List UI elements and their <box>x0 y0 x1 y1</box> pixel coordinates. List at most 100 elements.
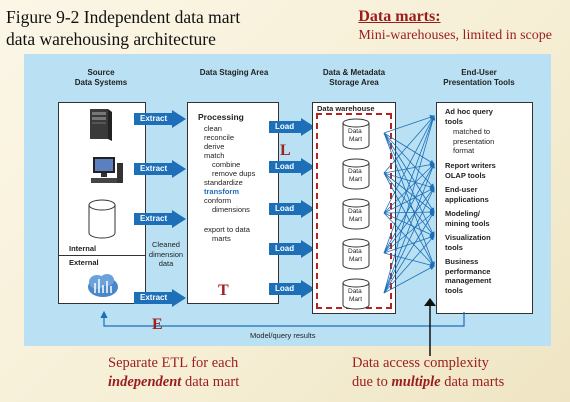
proc-remove-dups: remove dups <box>212 169 256 178</box>
connector-line <box>383 115 435 134</box>
connector-line <box>383 211 435 294</box>
cleaned-line-3: data <box>158 259 174 268</box>
proc-dimensions: dimensions <box>212 205 250 214</box>
extract-label-3: Extract <box>140 214 168 223</box>
feedback-line <box>100 310 465 327</box>
source-systems-box: Internal External <box>58 102 146 304</box>
load-label-5: Load <box>275 284 295 293</box>
connector-line <box>383 265 435 294</box>
bottom-pointer-arrow <box>424 298 436 356</box>
connector-line <box>383 115 435 174</box>
processing-title: Processing <box>198 112 244 122</box>
enduser-tools-box: Ad hoc query tools matched to presentati… <box>436 102 533 314</box>
callout-subtitle: Mini-warehouses, limited in scope <box>358 28 552 43</box>
tool-reports-line-2: OLAP tools <box>445 170 486 180</box>
data-mart-cylinder-icon <box>342 198 370 230</box>
connector-line <box>383 211 435 254</box>
data-mart-label-2: Mart <box>349 176 362 183</box>
connector-line <box>383 235 435 254</box>
load-label-3: Load <box>275 204 295 213</box>
connector-line <box>383 132 435 267</box>
tool-adhoc-sub-3: format <box>453 146 475 155</box>
tool-bpm-line-1: Business <box>445 257 479 266</box>
connector-line <box>383 252 435 268</box>
diagram-panel: Source Data Systems Data Staging Area Da… <box>24 54 551 346</box>
connector-line <box>383 172 435 267</box>
tool-reports: Report writers OLAP tools <box>445 161 496 180</box>
tool-bpm-line-3: management <box>445 276 492 285</box>
proc-derive: derive <box>204 142 225 151</box>
tool-visual-line-2: tools <box>445 242 463 252</box>
slide-title: Figure 9-2 Independent data mart data wa… <box>6 6 240 50</box>
computer-icon <box>91 157 123 183</box>
connector-line <box>383 212 435 267</box>
load-label-2: Load <box>275 162 295 171</box>
bottom-left-line-1: Separate ETL for each <box>108 355 239 371</box>
letter-t: T <box>218 282 229 299</box>
internal-label: Internal <box>69 244 97 253</box>
connector-line <box>383 187 435 214</box>
proc-transform: transform <box>204 187 240 196</box>
proc-reconcile: reconcile <box>204 133 235 142</box>
staging-box: Processing clean reconcile derive match … <box>187 102 279 304</box>
tool-adhoc-sub-1: matched to <box>453 127 491 136</box>
data-mart-label-2: Mart <box>349 136 362 143</box>
tool-modeling: Modeling/ mining tools <box>445 209 490 228</box>
connector-line <box>383 115 435 254</box>
data-mart-cylinder-icon <box>342 278 370 310</box>
tool-modeling-line-2: mining tools <box>445 218 490 228</box>
data-mart-label: Data <box>348 208 362 215</box>
data-mart-label: Data <box>348 168 362 175</box>
server-icon <box>90 109 112 141</box>
external-source-icon <box>88 274 118 297</box>
connector-line <box>383 212 435 237</box>
extract-arrow-3: Extract <box>134 210 186 228</box>
proc-standardize: standardize <box>204 178 243 187</box>
cleaned-line-2: dimension <box>148 249 184 259</box>
export-line-1: export to data <box>204 225 250 234</box>
extract-arrow-2: Extract <box>134 160 186 178</box>
data-mart-label: Data <box>348 288 362 295</box>
connector-line <box>383 187 435 294</box>
connector-line <box>383 187 435 254</box>
data-mart-label-2: Mart <box>349 256 362 263</box>
connector-line <box>383 172 435 190</box>
tool-reports-line-1: Report writers <box>445 161 496 170</box>
connector-line <box>383 162 435 174</box>
col-storage-header: Data & Metadata Storage Area <box>304 68 404 88</box>
proc-match: match <box>204 151 225 160</box>
proc-clean: clean <box>204 124 222 133</box>
tool-modeling-line-1: Modeling/ <box>445 209 480 218</box>
data-mart-cylinder-icon <box>342 118 370 150</box>
title-line-1: Figure 9-2 Independent data mart <box>6 7 241 27</box>
load-arrow-1: Load <box>269 118 319 136</box>
internal-external-divider <box>59 255 145 256</box>
col-enduser-line-2: Presentation Tools <box>443 78 515 87</box>
extract-label-4: Extract <box>140 293 168 302</box>
bottom-left-em: independent <box>108 374 182 390</box>
bottom-right-em: multiple <box>391 374 441 390</box>
external-label: External <box>69 258 99 267</box>
tool-bpm-line-4: tools <box>445 285 463 295</box>
connector-line <box>383 115 435 214</box>
proc-conform: conform <box>204 196 232 205</box>
bottom-right-note: Data access complexity due to multiple d… <box>352 354 504 392</box>
export-line-2: marts <box>212 234 231 243</box>
col-staging-header: Data Staging Area <box>199 68 269 77</box>
bottom-left-note: Separate ETL for each independent data m… <box>108 354 239 392</box>
connector-line <box>383 209 435 215</box>
callout: Data marts: Mini-warehouses, limited in … <box>358 8 552 44</box>
col-source-header: Source Data Systems <box>66 68 136 88</box>
col-source-line-1: Source <box>87 68 115 77</box>
connector-line <box>383 235 435 294</box>
load-arrow-2: Load <box>269 158 319 176</box>
tool-visualization: Visualization tools <box>445 233 491 252</box>
mart-to-tool-connectors <box>100 115 465 327</box>
tool-bpm: Business performance management tools <box>445 257 491 295</box>
extract-label-2: Extract <box>140 164 168 173</box>
load-label-1: Load <box>275 122 295 131</box>
bottom-right-rest: data marts <box>440 374 505 390</box>
data-mart-label: Data <box>348 248 362 255</box>
